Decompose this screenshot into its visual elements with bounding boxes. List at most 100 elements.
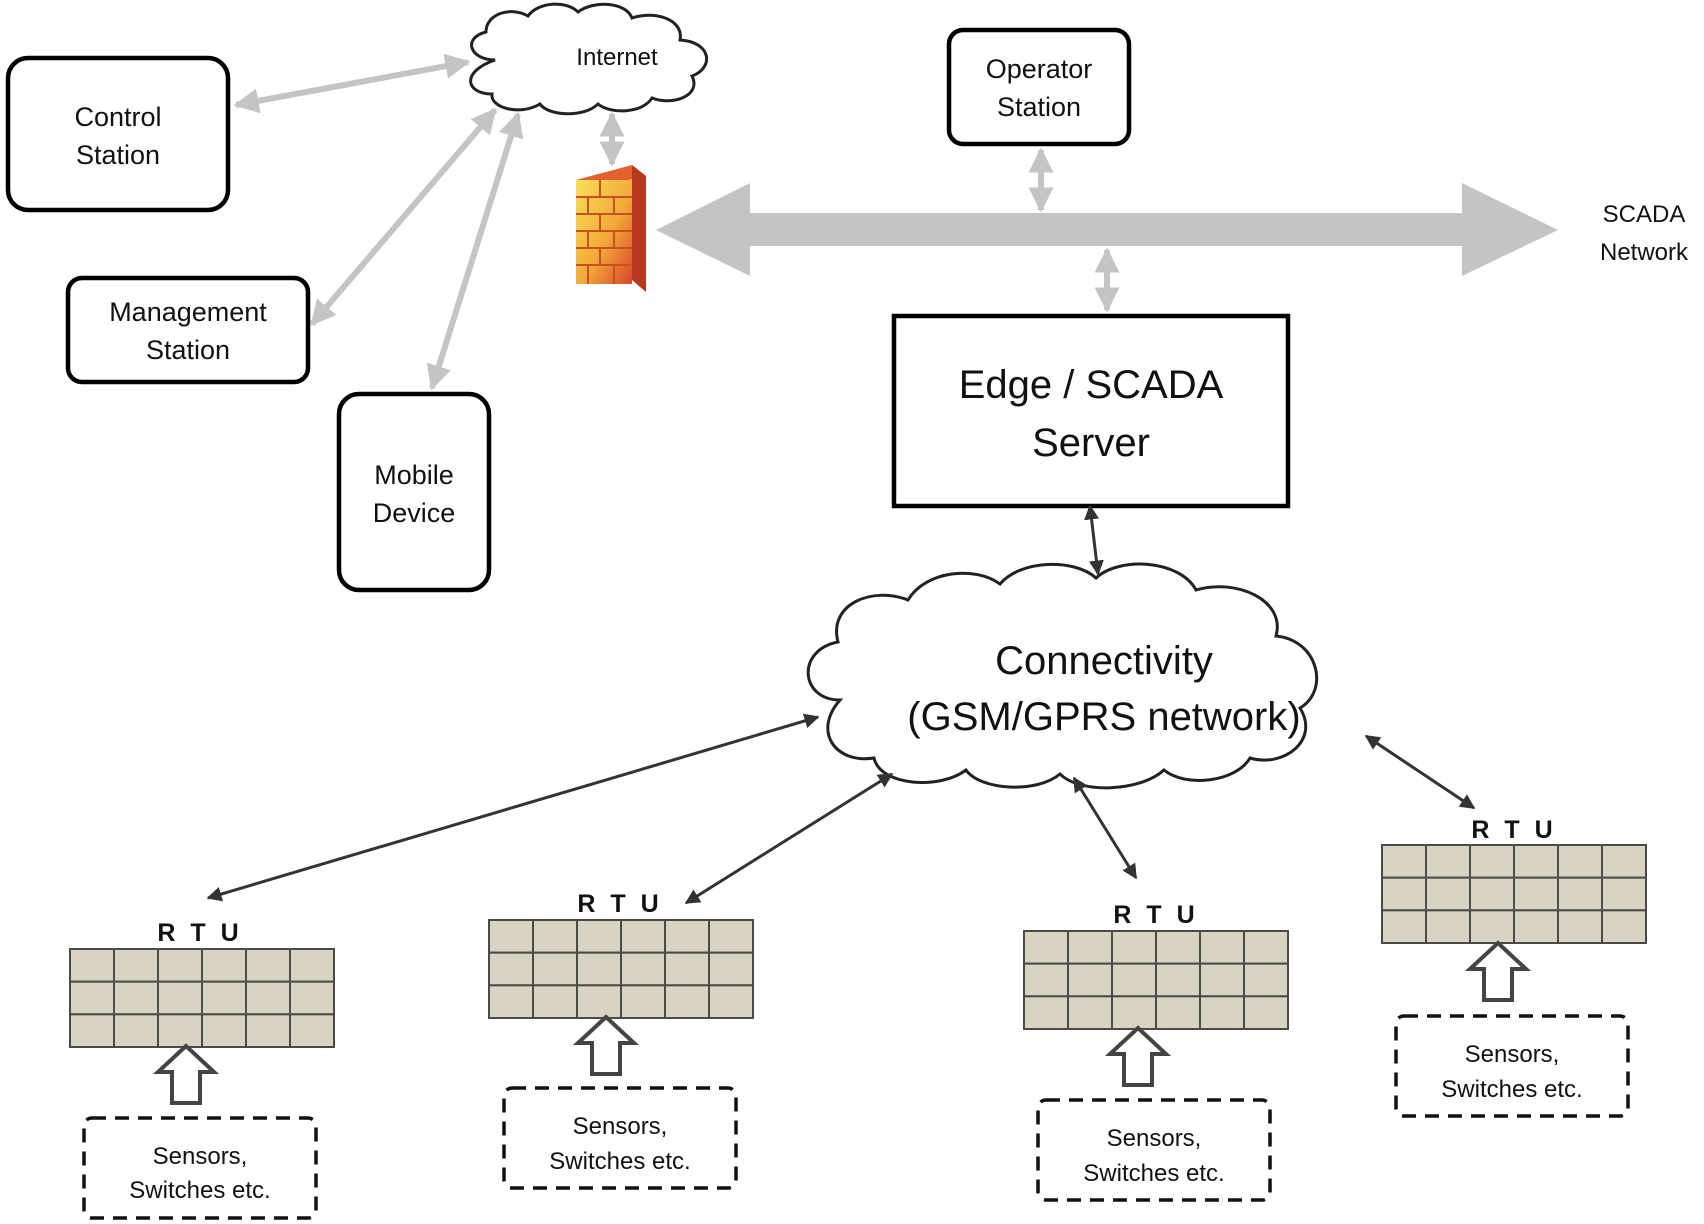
rtu-cell xyxy=(113,1013,159,1048)
sensors-label-line1: Sensors, xyxy=(1107,1125,1202,1152)
rtu-cell xyxy=(1381,876,1427,912)
sensors-box xyxy=(502,1086,738,1190)
mobile-device-label-line1: Mobile xyxy=(374,460,454,490)
rtu-cell xyxy=(1425,844,1471,879)
link-connectivity-rtu-4 xyxy=(1364,734,1476,810)
rtu-cell xyxy=(1381,844,1427,879)
connectivity-cloud: Connectivity (GSM/GPRS network) xyxy=(806,562,1318,790)
rtu-cell xyxy=(113,948,159,983)
rtu-cell xyxy=(201,980,247,1016)
rtu-unit: R T U Sensors, Switches etc. xyxy=(1023,901,1289,1202)
rtu-cell xyxy=(1381,909,1427,944)
rtu-cell xyxy=(620,984,666,1019)
link-management-internet xyxy=(309,108,498,326)
rtu-label: R T U xyxy=(577,890,662,918)
internet-cloud: Internet xyxy=(469,2,708,116)
rtu-grid xyxy=(1381,844,1647,944)
sensors-label-line1: Sensors, xyxy=(1465,1041,1560,1068)
rtu-cell xyxy=(620,919,666,954)
rtu-unit: R T U Sensors, Switches etc. xyxy=(1381,816,1647,1118)
rtu-cell xyxy=(1199,995,1245,1030)
management-station-node: Management Station xyxy=(65,275,311,385)
sensors-label-line2: Switches etc. xyxy=(129,1177,270,1204)
rtu-cell xyxy=(1557,876,1603,912)
rtu-cell xyxy=(1469,909,1515,944)
rtu-cell xyxy=(1243,995,1289,1030)
sensors-box xyxy=(82,1116,318,1220)
rtu-cell xyxy=(1601,844,1647,879)
management-station-label-line2: Station xyxy=(146,335,230,365)
sensors-label-line2: Switches etc. xyxy=(549,1148,690,1175)
edge-scada-server-node: Edge / SCADA Server xyxy=(891,313,1291,509)
rtu-cell xyxy=(1067,962,1113,998)
scada-network-label-line2: Network xyxy=(1600,239,1689,266)
cloud-icon xyxy=(806,562,1318,790)
rtu-cell xyxy=(1023,962,1069,998)
scada-network-label-line1: SCADA xyxy=(1603,201,1686,228)
rtu-cell xyxy=(1155,995,1201,1030)
rtu-cell xyxy=(708,919,754,954)
rtu-cell xyxy=(1469,844,1515,879)
rtu-unit: R T U Sensors, Switches etc. xyxy=(488,890,754,1190)
rtu-label: R T U xyxy=(1471,816,1556,844)
rtu-cell xyxy=(576,951,622,987)
rtu-grid xyxy=(1023,930,1289,1030)
rtu-grid xyxy=(488,919,754,1019)
sensors-label-line2: Switches etc. xyxy=(1441,1076,1582,1103)
rtu-cell xyxy=(69,948,115,983)
operator-station-label-line1: Operator xyxy=(986,54,1093,84)
rtu-cell xyxy=(1557,844,1603,879)
rtu-cell xyxy=(245,1013,291,1048)
rtu-cell xyxy=(708,951,754,987)
link-control-internet xyxy=(233,53,471,114)
rtu-cell xyxy=(1111,962,1157,998)
operator-station-node: Operator Station xyxy=(946,27,1132,147)
rtu-cell xyxy=(576,919,622,954)
up-arrow-icon xyxy=(1464,940,1532,1002)
up-arrow-icon xyxy=(572,1014,640,1076)
rtu-cell xyxy=(113,980,159,1016)
rtu-cell xyxy=(1557,909,1603,944)
rtu-cell xyxy=(1513,909,1559,944)
mobile-device-label-line2: Device xyxy=(373,498,456,528)
rtu-cell xyxy=(1023,995,1069,1030)
rtu-cell xyxy=(1155,930,1201,965)
rtu-cell xyxy=(157,1013,203,1048)
cloud-icon xyxy=(469,2,708,116)
rtu-cell xyxy=(201,948,247,983)
rtu-cell xyxy=(201,1013,247,1048)
rtu-cell xyxy=(157,948,203,983)
rtu-cell xyxy=(1067,930,1113,965)
rtu-cell xyxy=(1023,930,1069,965)
rtu-cell xyxy=(1601,876,1647,912)
internet-label: Internet xyxy=(576,44,658,71)
link-connectivity-rtu-2 xyxy=(684,772,894,905)
rtu-label: R T U xyxy=(157,919,242,947)
edge-server-label-line1: Edge / SCADA xyxy=(959,363,1224,407)
edge-server-label-line2: Server xyxy=(1032,421,1150,465)
rtu-cell xyxy=(532,951,578,987)
rtu-cell xyxy=(69,980,115,1016)
rtu-cell xyxy=(488,951,534,987)
control-station-label-line2: Station xyxy=(76,140,160,170)
sensors-label-line1: Sensors, xyxy=(573,1113,668,1140)
link-mobile-internet xyxy=(426,111,524,391)
rtu-cell xyxy=(664,919,710,954)
rtu-cell xyxy=(1425,876,1471,912)
rtu-unit: R T U Sensors, Switches etc. xyxy=(69,919,335,1220)
rtu-cell xyxy=(708,984,754,1019)
link-connectivity-rtu-1 xyxy=(206,713,820,902)
rtu-grid xyxy=(69,948,335,1048)
operator-station-label-line2: Station xyxy=(997,92,1081,122)
management-station-label-line1: Management xyxy=(109,297,267,327)
control-station-node: Control Station xyxy=(5,55,231,213)
rtu-cell xyxy=(289,980,335,1016)
rtu-cell xyxy=(620,951,666,987)
rtu-cell xyxy=(1199,930,1245,965)
sensors-label-line2: Switches etc. xyxy=(1083,1160,1224,1187)
rtu-cell xyxy=(1199,962,1245,998)
rtu-cell xyxy=(1243,930,1289,965)
rtu-cell xyxy=(289,1013,335,1048)
rtu-cell xyxy=(1111,930,1157,965)
connectivity-label-line1: Connectivity xyxy=(995,639,1213,683)
